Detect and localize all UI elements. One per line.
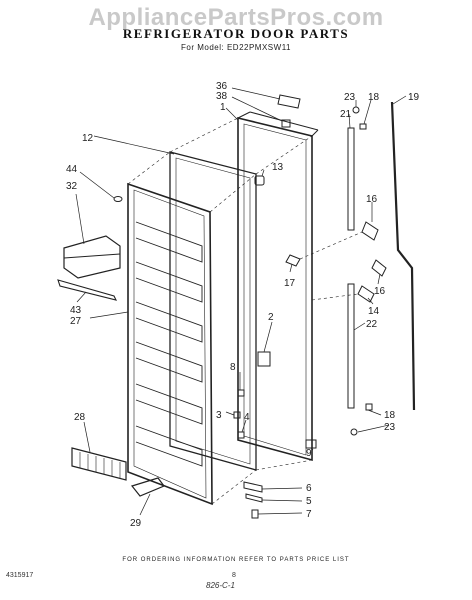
callout-18-top: 18 xyxy=(368,92,380,103)
part-29-bracket xyxy=(130,477,165,497)
part-32-dispenser xyxy=(63,235,121,279)
part-4-screw xyxy=(237,431,245,439)
diagram-title: REFRIGERATOR DOOR PARTS xyxy=(122,26,350,41)
callout-22: 22 xyxy=(366,319,378,330)
callout-27: 27 xyxy=(70,316,82,327)
callout-28: 28 xyxy=(74,412,86,423)
document-id: 4315917 xyxy=(6,572,34,579)
part-16-bracket-lower xyxy=(371,259,387,277)
door-outer-panel-inset xyxy=(243,123,307,456)
part-18-bottom-screw xyxy=(365,403,373,411)
callout-17: 17 xyxy=(284,278,296,289)
callout-7: 7 xyxy=(306,509,312,520)
callout-38: 38 xyxy=(216,91,228,102)
callout-2: 2 xyxy=(268,312,274,323)
part-3-bushing xyxy=(233,411,241,419)
part-43-trim xyxy=(57,279,118,301)
callout-12: 12 xyxy=(82,133,94,144)
drawing-stamp: 826-C-1 xyxy=(206,581,235,590)
callout-21: 21 xyxy=(340,109,352,120)
part-13-plug xyxy=(254,175,265,186)
callout-29: 29 xyxy=(130,518,142,529)
callout-16-upper: 16 xyxy=(366,194,378,205)
part-14-bracket xyxy=(357,285,375,303)
part-36-plate xyxy=(277,94,301,109)
callout-1: 1 xyxy=(220,102,226,113)
part-17-pin xyxy=(285,254,301,267)
model-line: For Model: ED22PMXSW11 xyxy=(181,43,291,52)
callout-18-bottom: 18 xyxy=(384,410,396,421)
part-44-screw xyxy=(113,196,123,202)
part-23-top-screw xyxy=(352,106,360,114)
part-23-bottom-screw xyxy=(350,428,358,436)
callout-6: 6 xyxy=(306,483,312,494)
callout-8: 8 xyxy=(230,362,236,373)
part-19-rod xyxy=(390,101,416,411)
callout-43: 43 xyxy=(70,305,82,316)
callout-32: 32 xyxy=(66,181,78,192)
part-8-washer xyxy=(237,389,245,397)
part-5-shim xyxy=(245,493,263,503)
callout-13: 13 xyxy=(272,162,284,173)
part-16-bracket-upper xyxy=(361,221,379,241)
callout-36: 36 xyxy=(216,81,228,92)
part-21-hinge-rail-upper xyxy=(347,127,355,231)
callout-4: 4 xyxy=(244,412,250,423)
callout-14: 14 xyxy=(368,306,380,317)
page-number: 8 xyxy=(232,572,236,579)
part-6-hinge-plate xyxy=(243,481,263,493)
part-7-screw xyxy=(251,509,259,519)
callout-19: 19 xyxy=(408,92,420,103)
door-shelves xyxy=(135,221,203,467)
watermark: AppliancePartsPros.com xyxy=(88,4,384,31)
part-38-clip xyxy=(281,119,291,128)
ordering-note: FOR ORDERING INFORMATION REFER TO PARTS … xyxy=(122,557,350,563)
part-22-hinge-rail-lower xyxy=(347,283,355,409)
callout-3: 3 xyxy=(216,410,222,421)
callout-9: 9 xyxy=(306,448,312,459)
part-2-handle-mount xyxy=(257,351,271,367)
part-9-cap xyxy=(305,439,317,449)
callout-16-lower: 16 xyxy=(374,286,386,297)
callout-44: 44 xyxy=(66,164,78,175)
callout-5: 5 xyxy=(306,496,312,507)
callout-23-bottom: 23 xyxy=(384,422,396,433)
part-18-top-screw xyxy=(359,123,367,130)
part-28-grille xyxy=(71,447,127,481)
callout-23-top: 23 xyxy=(344,92,356,103)
